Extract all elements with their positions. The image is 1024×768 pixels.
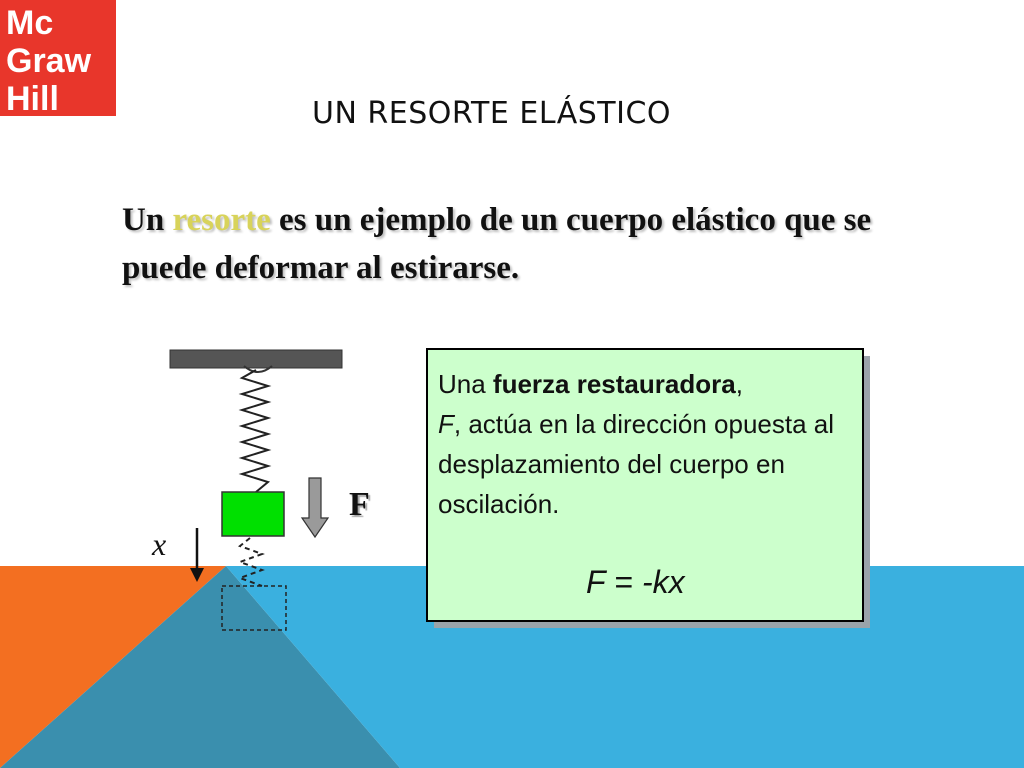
formula-f: F [586,564,606,600]
info-italic-f: F [438,409,454,439]
formula: F = -kx [586,564,685,601]
mcgraw-hill-logo: Mc Graw Hill [0,0,116,116]
info-text-2: , [735,369,743,399]
intro-text: Un resorte es un ejemplo de un cuerpo el… [122,196,942,292]
intro-part-1: Un [122,202,173,238]
teal-triangle [0,566,400,768]
info-bold-term: fuerza restauradora [492,369,736,399]
logo-line-3: Hill [6,80,59,116]
info-box: Una fuerza restauradora,F, actúa en la d… [426,348,864,622]
info-text: Una fuerza restauradora, F, actúa en la d… [438,364,856,524]
formula-eq: = [605,564,643,600]
intro-part-2: es un ejemplo de un cuerpo elástico que … [122,202,872,286]
formula-rest: -kx [642,564,685,600]
info-text-3: , actúa en la dirección opuesta al despl… [438,409,835,519]
logo-line-2: Graw [6,42,92,80]
force-label: F [349,486,370,523]
info-text-1: Una [438,369,493,399]
displacement-label: x [152,526,167,562]
intro-highlight: resorte [172,202,271,238]
slide-title: UN RESORTE ELÁSTICO [312,96,672,131]
logo-line-1: Mc [6,4,53,42]
